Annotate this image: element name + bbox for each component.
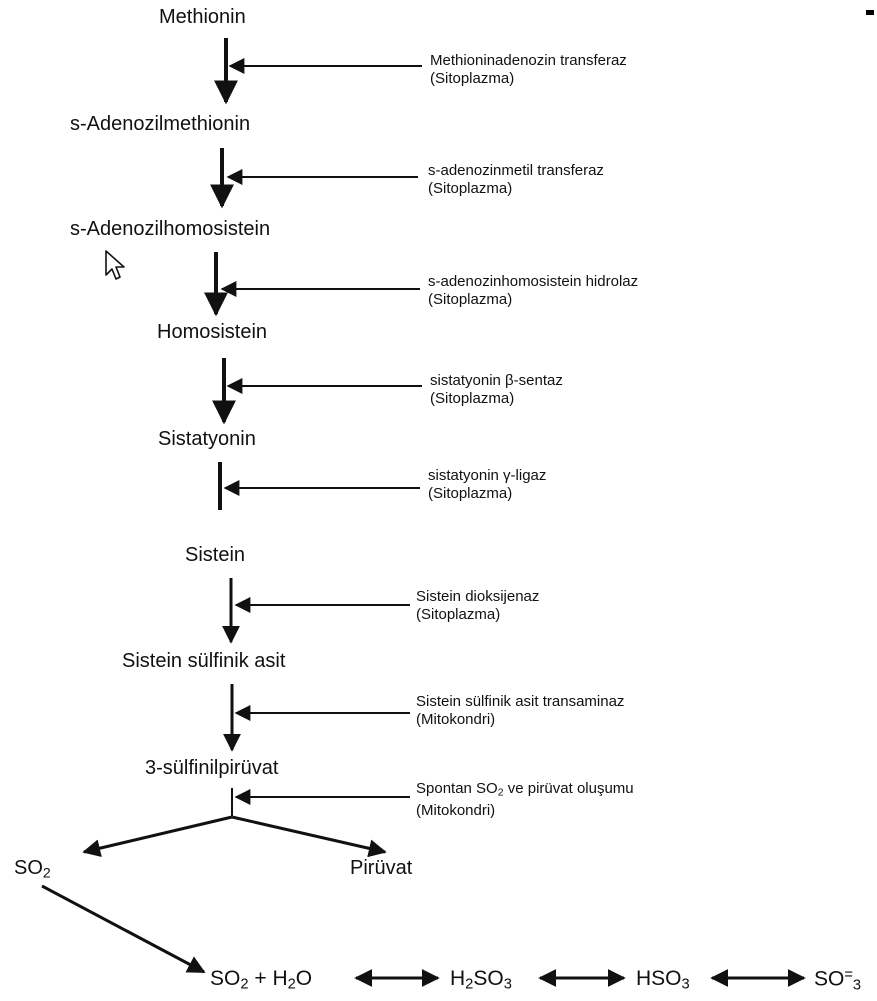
so2-subscript: 2 [42,864,51,881]
enzyme-location: (Sitoplazma) [428,485,513,502]
enzyme-name: Sistein sülfinik asit transaminaz [416,693,625,710]
eq-subscript: 2 [287,976,296,993]
enzyme-label-8: Spontan SO2 ve pirüvat oluşumu (Mitokond… [416,780,634,820]
node-methionin: Methionin [159,6,246,28]
enzyme-location: (Sitoplazma) [430,70,515,87]
eq-text: SO [210,967,241,990]
node-homosistein: Homosistein [157,321,268,343]
enzyme-location: (Sitoplazma) [430,390,515,407]
enzyme-name-part: Spontan SO [416,780,498,797]
enzyme-label-1: Methioninadenozin transferaz (Sitoplazma… [430,52,627,88]
eq-subscript: 3 [681,976,690,993]
node-s-adenozilmethionin: s-Adenozilmethionin [70,113,251,135]
eq-text: SO [814,967,845,991]
node-so2: SO2 [14,858,51,880]
eq-subscript: 3 [852,977,862,994]
eq-h2so3: H2SO3 [450,968,512,992]
eq-text: O [295,967,313,990]
enzyme-name: s-adenozinmetil transferaz [428,162,604,179]
enzyme-location: (Mitokondri) [416,711,496,728]
eq-superscript: = [844,967,853,983]
eq-so2-plus-h2o: SO2 + H2O [210,968,312,992]
eq-text: HSO [636,967,682,990]
eq-text: SO [473,967,504,990]
enzyme-name: Methioninadenozin transferaz [430,52,627,69]
eq-text: H [450,967,466,990]
enzyme-name: s-adenozinhomosistein hidrolaz [428,273,639,290]
enzyme-arrows [220,58,422,805]
enzyme-name: Sistein dioksijenaz [416,588,540,605]
enzyme-label-5: sistatyonin γ-ligaz (Sitoplazma) [428,467,546,503]
node-piruvat: Pirüvat [350,857,413,879]
enzyme-location: (Sitoplazma) [428,180,513,197]
so2-base: SO [14,857,43,879]
node-sistein-sulfinik-asit: Sistein sülfinik asit [122,650,286,672]
node-sistatyonin: Sistatyonin [158,428,256,450]
arrow-so2-to-equilibrium [41,884,206,974]
enzyme-location: (Sitoplazma) [428,291,513,308]
eq-text: H [272,967,288,990]
arrow-to-so2 [82,815,233,858]
node-sistein: Sistein [185,544,246,566]
node-sulfinilpiruvat: 3-sülfinilpirüvat [145,757,279,779]
enzyme-location: (Mitokondri) [416,801,496,819]
enzyme-name-subscript: 2 [497,786,504,799]
enzyme-label-7: Sistein sülfinik asit transaminaz (Mitok… [416,693,624,729]
eq-so3: SO=3 [814,968,861,993]
eq-subscript: 3 [503,976,512,993]
enzyme-label-2: s-adenozinmetil transferaz (Sitoplazma) [428,162,604,198]
enzyme-name-part: ve pirüvat oluşumu [503,780,634,797]
enzyme-label-4: sistatyonin β-sentaz (Sitoplazma) [430,372,563,408]
branch-arrows [41,815,387,974]
enzyme-name: Spontan SO2 ve pirüvat oluşumu [416,780,634,802]
enzyme-name: sistatyonin β-sentaz [430,372,563,389]
enzyme-name: sistatyonin γ-ligaz [428,467,547,484]
corner-mark [866,10,874,15]
eq-plus: + [248,967,273,990]
eq-subscript: 2 [465,976,474,993]
eq-subscript: 2 [240,976,249,993]
main-pathway-arrows [204,38,241,816]
eq-hso3: HSO3 [636,968,690,992]
enzyme-label-3: s-adenozinhomosistein hidrolaz (Sitoplaz… [428,273,638,309]
enzyme-location: (Sitoplazma) [416,606,501,623]
arrow-to-piruvat [231,815,387,858]
node-s-adenozilhomosistein: s-Adenozilhomosistein [70,218,271,240]
enzyme-label-6: Sistein dioksijenaz (Sitoplazma) [416,588,539,624]
mouse-cursor-icon [105,250,125,280]
